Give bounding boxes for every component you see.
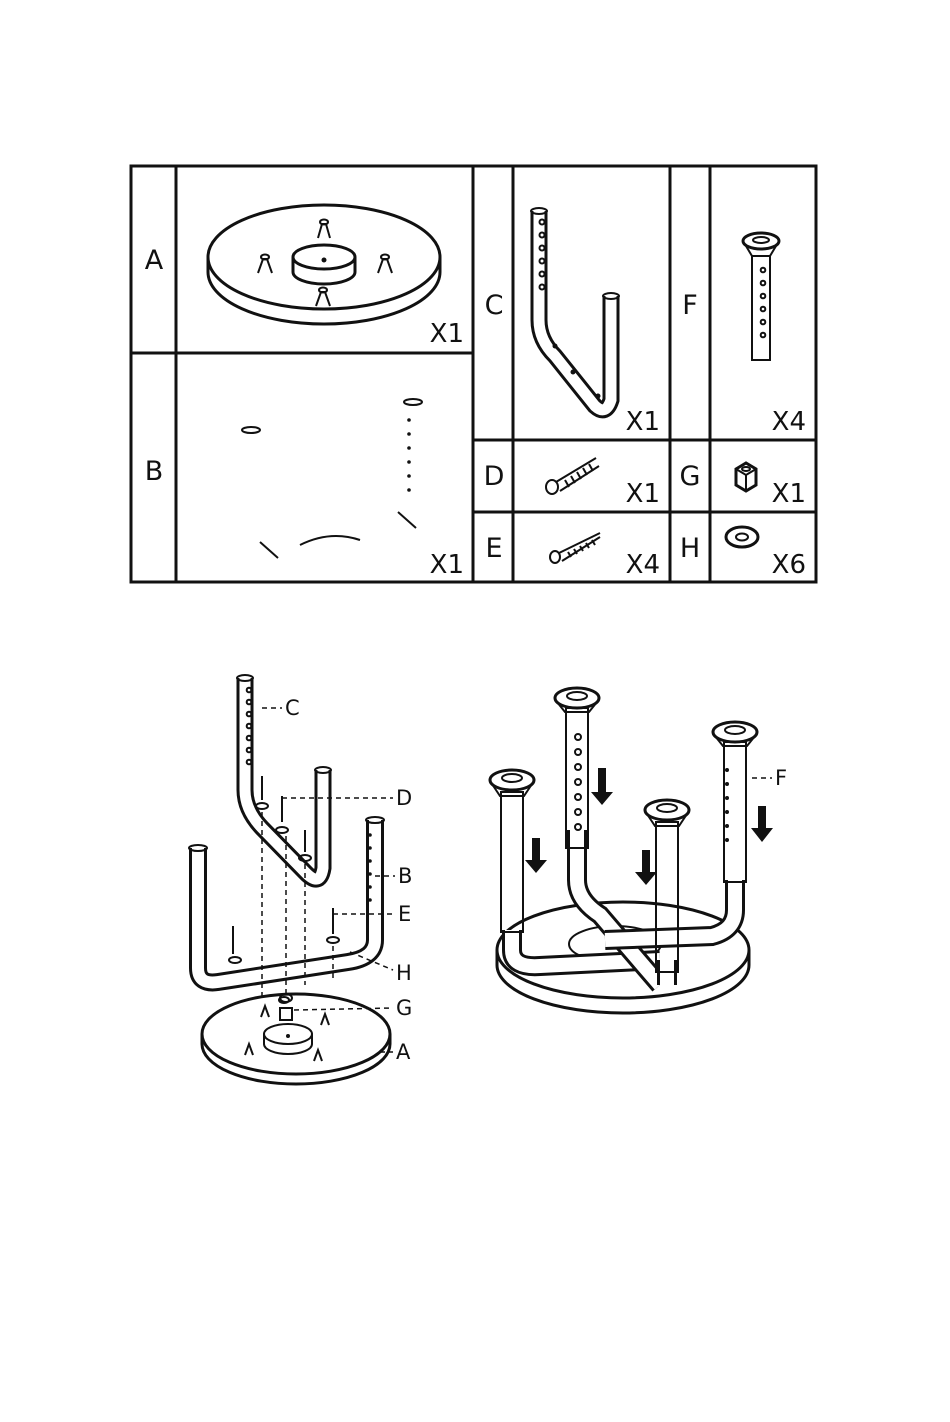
part-qty-d: X1 <box>626 479 660 509</box>
callout-h: H <box>396 961 412 985</box>
part-letter-a: A <box>145 245 164 276</box>
callout-g: G <box>396 996 412 1020</box>
part-qty-b: X1 <box>430 550 464 580</box>
bolt-drawing <box>546 458 599 494</box>
part-letter-f: F <box>682 290 698 321</box>
nut-drawing <box>736 463 756 491</box>
leg-extension-drawing <box>743 233 779 360</box>
part-qty-a: X1 <box>430 319 464 349</box>
parts-table <box>131 166 816 582</box>
callout-e: E <box>398 902 411 926</box>
part-qty-f: X4 <box>772 407 806 437</box>
part-qty-e: X4 <box>626 550 660 580</box>
u-frame-c-drawing <box>531 208 619 410</box>
part-letter-b: B <box>145 456 164 487</box>
part-qty-c: X1 <box>626 407 660 437</box>
callout-b: B <box>398 864 412 888</box>
callout-a: A <box>396 1040 411 1064</box>
screw-drawing <box>550 533 600 563</box>
seat-top-drawing <box>208 205 440 324</box>
washer-drawing <box>726 527 758 547</box>
callout-f: F <box>775 766 787 790</box>
part-letter-c: C <box>485 290 504 321</box>
part-qty-g: X1 <box>772 479 806 509</box>
part-letter-h: H <box>680 533 700 564</box>
part-letter-g: G <box>680 461 701 492</box>
callout-d: D <box>396 786 412 810</box>
part-qty-h: X6 <box>772 550 806 580</box>
callout-c: C <box>285 696 300 720</box>
part-letter-d: D <box>484 461 505 492</box>
u-frame-b-drawing <box>242 399 422 562</box>
part-letter-e: E <box>485 533 502 564</box>
exploded-assembly <box>189 675 395 1084</box>
leg-insertion-diagram <box>490 688 773 1013</box>
